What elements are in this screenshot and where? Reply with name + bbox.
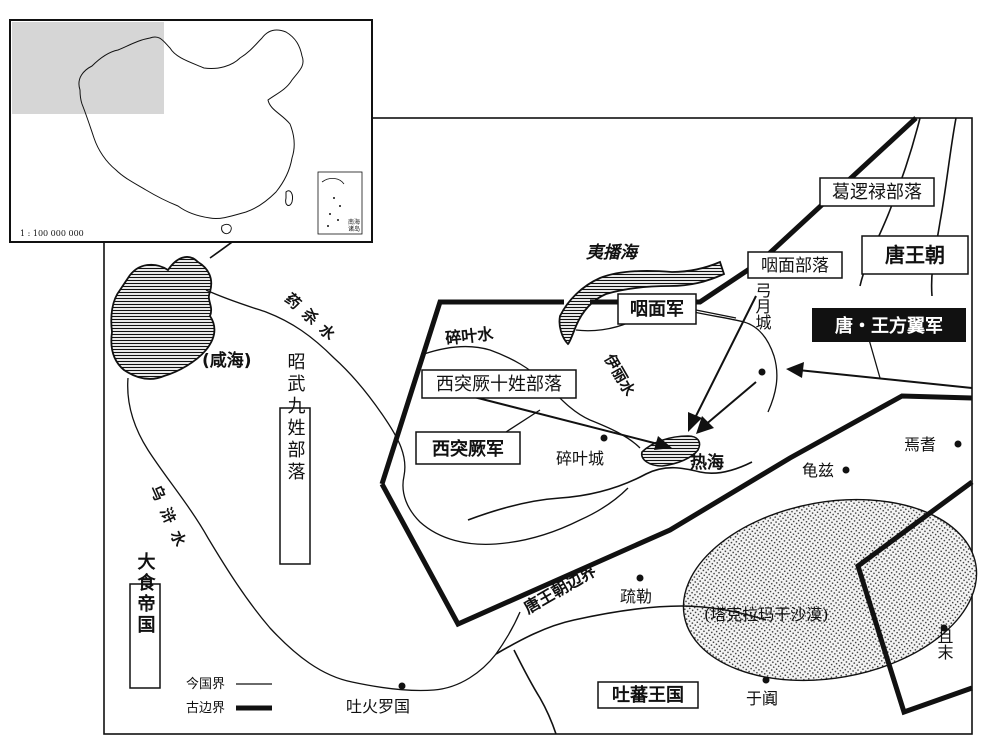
aral-sea bbox=[110, 256, 216, 380]
qiemo-dot bbox=[940, 624, 948, 632]
arrow-tang-head bbox=[786, 362, 804, 378]
tang-border-line bbox=[379, 393, 973, 628]
inset-island-dot-1 bbox=[333, 197, 335, 199]
tuhuoluo-dot bbox=[398, 682, 406, 690]
yutian-label: 于阗 bbox=[746, 689, 778, 708]
arrow-gongyue-to-rehai bbox=[703, 381, 757, 427]
qiuci-dot bbox=[842, 466, 850, 474]
xituque-army-label: 西突厥军 bbox=[432, 438, 504, 460]
xituque-ten-label: 西突厥十姓部落 bbox=[436, 374, 562, 395]
gongyue-city-dot bbox=[758, 368, 766, 376]
yutian-dot bbox=[762, 676, 770, 684]
inset-islands-note-2: 诸岛 bbox=[348, 225, 360, 233]
inset-china-outline bbox=[78, 29, 304, 219]
suiye-city-label: 碎叶城 bbox=[556, 449, 604, 468]
inset-islands-box bbox=[317, 171, 363, 235]
tang-box bbox=[861, 235, 969, 275]
west-turk-border bbox=[379, 299, 564, 485]
geluolu-label: 葛逻禄部落 bbox=[832, 182, 922, 203]
tubo-box bbox=[597, 681, 699, 709]
aral-sea-label: (咸海) bbox=[202, 350, 252, 371]
yibo-sea-label: 夷播海 bbox=[586, 243, 640, 263]
inset-island-dot-3 bbox=[329, 213, 331, 215]
wuhu-river bbox=[127, 377, 521, 692]
zhaowu-box bbox=[279, 407, 311, 565]
tang-army-label: 唐・王方翼军 bbox=[835, 315, 943, 337]
xituque-army-box bbox=[415, 431, 521, 465]
yanmian-tribe-label: 咽面部落 bbox=[761, 256, 829, 276]
arrow-tang-to-gongyue bbox=[797, 369, 973, 389]
taklamakan-desert bbox=[682, 498, 978, 682]
legend-ancient-label: 古边界 bbox=[186, 701, 225, 716]
arrow-yanmian-head bbox=[688, 412, 702, 432]
yaosha-river bbox=[205, 289, 629, 546]
rehai-label: 热海 bbox=[690, 452, 724, 473]
shule-label: 疏勒 bbox=[620, 587, 652, 606]
tubo-border bbox=[855, 479, 974, 716]
dashi-box bbox=[129, 583, 161, 689]
leader-xituque-army bbox=[505, 409, 541, 433]
xituque-ten-box bbox=[421, 369, 577, 399]
yanqi-dot bbox=[954, 440, 962, 448]
south-river bbox=[513, 649, 557, 735]
balkhash-lake bbox=[558, 260, 726, 346]
yanmian-army-label: 咽面军 bbox=[630, 299, 684, 320]
qiemo-label: 且末 bbox=[935, 628, 954, 660]
dashi-label: 大食帝国 bbox=[135, 551, 157, 636]
inset-island-dot-5 bbox=[327, 225, 329, 227]
arrow-gongyue-head bbox=[696, 416, 714, 434]
yanmian-army-box bbox=[617, 293, 697, 325]
desert-label: (塔克拉玛干沙漠) bbox=[704, 605, 829, 624]
zhaowu-label: 昭武九姓部落 bbox=[285, 352, 306, 484]
leader-tang-army bbox=[867, 335, 881, 379]
legend-modern-label: 今国界 bbox=[186, 676, 225, 692]
tarim-river bbox=[495, 605, 767, 655]
inset-taiwan bbox=[285, 190, 293, 206]
arrow-yanmian-to-rehai bbox=[693, 295, 757, 421]
inset-islands-coast bbox=[321, 178, 345, 185]
inset-island-dot-2 bbox=[339, 205, 341, 207]
suiye-city-dot bbox=[600, 434, 608, 442]
tubo-label: 吐蕃王国 bbox=[612, 685, 684, 706]
inset-island-dot-4 bbox=[337, 219, 339, 221]
tang-label: 唐王朝 bbox=[885, 243, 945, 267]
inset-hainan bbox=[221, 223, 232, 235]
leader-yanmian-army bbox=[695, 309, 737, 319]
arrow-xituque-to-rehai bbox=[469, 395, 659, 445]
inset-scale: 1 : 100 000 000 bbox=[20, 229, 84, 238]
inset-islands-note-1: 南海 bbox=[348, 218, 360, 226]
yanmian-tribe-box bbox=[747, 251, 843, 279]
tang-army-box bbox=[812, 308, 966, 342]
arrow-xituque-head bbox=[654, 436, 672, 450]
gongyue-city-label: 弓月城 bbox=[753, 282, 772, 331]
tarim-north-edge bbox=[467, 461, 753, 521]
qiuci-label: 龟兹 bbox=[802, 461, 834, 480]
tuhuoluo-label: 吐火罗国 bbox=[346, 697, 410, 716]
geluolu-box bbox=[819, 177, 935, 207]
yanqi-label: 焉耆 bbox=[904, 435, 936, 454]
shule-dot bbox=[636, 574, 644, 582]
